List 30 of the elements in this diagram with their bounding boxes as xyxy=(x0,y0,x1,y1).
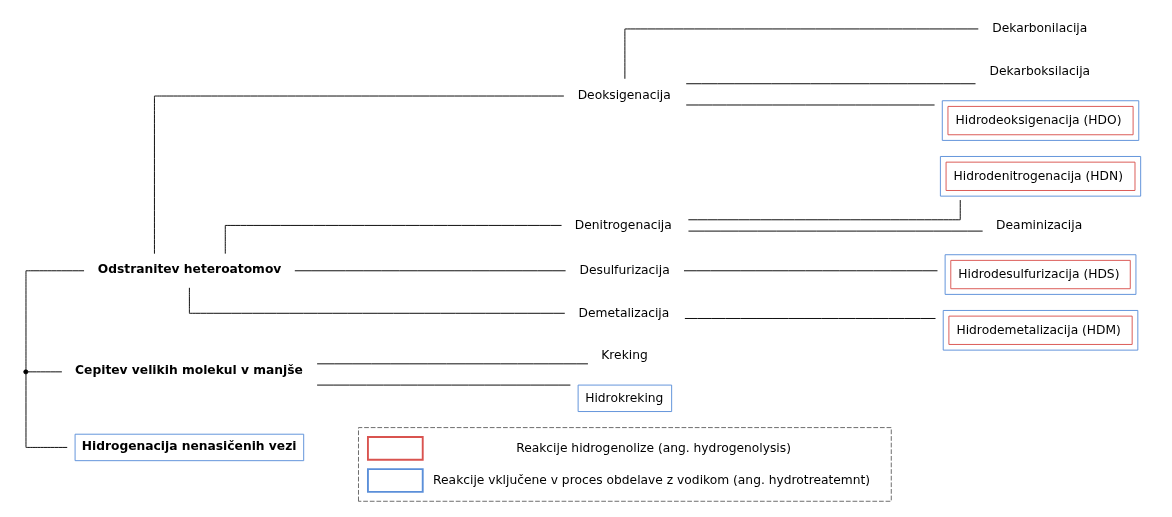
connector xyxy=(687,199,961,221)
connector xyxy=(684,318,936,319)
node-text: Dekarboksilacija xyxy=(989,63,1091,78)
node-box: Hidrodenitrogenacija (HDN) xyxy=(939,156,1142,197)
node-text: Deoksigenacija xyxy=(577,88,671,103)
node-box: Hidrokreking xyxy=(577,384,673,412)
node-box: Hidrodesulfurizacija (HDS) xyxy=(944,254,1137,295)
node-text: Kreking xyxy=(601,348,648,363)
legend-label: Reakcije hidrogenolize (ang. hydrogenolysis) xyxy=(516,440,791,455)
connector xyxy=(153,95,565,255)
node-box: Hidrodemetalizacija (HDM) xyxy=(942,310,1139,351)
node-circle xyxy=(23,369,29,375)
node-box: Hidrodeoksigenacija (HDO) xyxy=(941,100,1140,141)
node-text: Deaminizacija xyxy=(996,217,1083,232)
connector xyxy=(27,371,63,373)
node-text: Dekarbonilacija xyxy=(992,21,1088,36)
connector xyxy=(685,83,976,85)
node-text: Cepitev velikih molekul v manjše xyxy=(75,363,303,378)
connector xyxy=(683,270,938,272)
node-box: Hidrogenacija nenasičenih vezi xyxy=(74,433,305,462)
connector xyxy=(25,270,85,371)
connector xyxy=(294,270,567,272)
node-text: Denitrogenacija xyxy=(574,217,672,232)
node-text: Demetalizacija xyxy=(578,305,670,320)
node-text: Odstranitev heteroatomov xyxy=(97,262,282,277)
connector xyxy=(188,287,566,314)
connector xyxy=(224,224,563,255)
connector xyxy=(25,373,68,448)
node-text: Desulfurizacija xyxy=(579,262,670,277)
legend-label: Reakcije vključene v proces obdelave z vodikom (ang. hydrotreatemnt) xyxy=(433,472,871,487)
